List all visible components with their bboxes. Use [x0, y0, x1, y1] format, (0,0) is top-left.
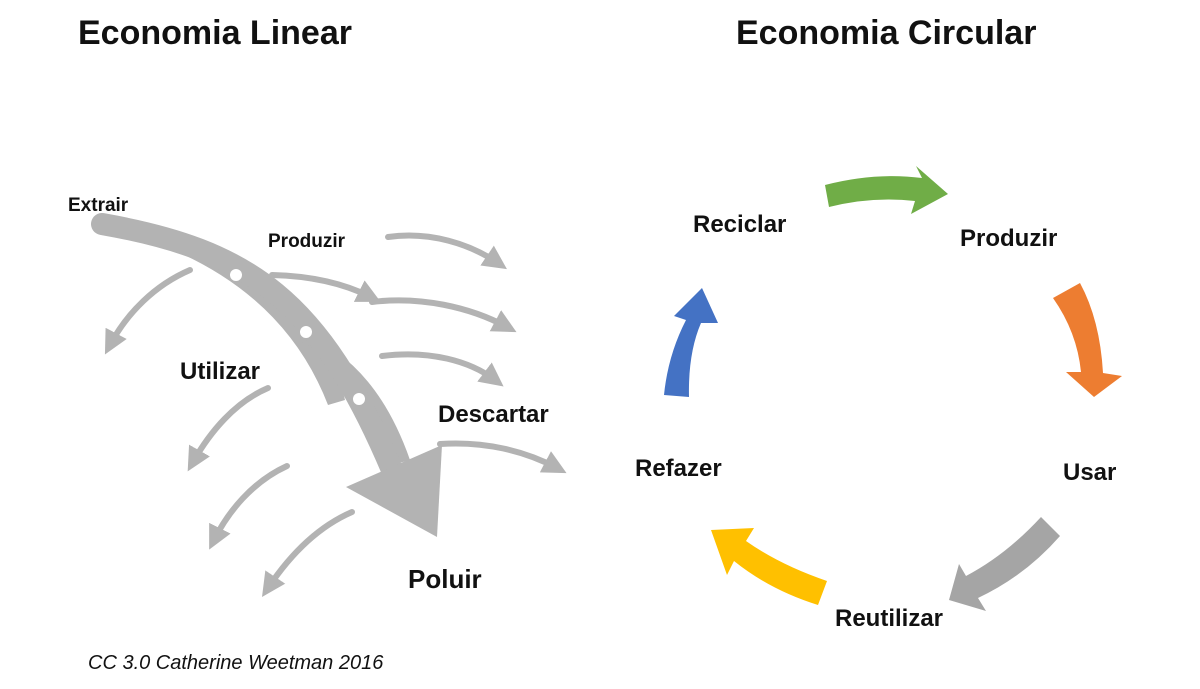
linear-node	[230, 269, 242, 281]
circular-arrow-usar	[949, 517, 1060, 611]
circular-economy-title: Economia Circular	[736, 14, 1037, 52]
linear-economy-title: Economia Linear	[78, 14, 352, 52]
linear-branch-arrow	[369, 297, 517, 333]
linear-main-arrow-shaft	[91, 213, 403, 481]
linear-node	[300, 326, 312, 338]
linear-branch-arrow	[269, 272, 381, 302]
linear-branch-arrow	[209, 463, 290, 550]
linear-stage-poluir: Poluir	[408, 564, 482, 594]
linear-stage-descartar: Descartar	[438, 401, 549, 428]
linear-stage-produzir: Produzir	[268, 231, 346, 252]
circular-arrow-reutilizar	[711, 528, 827, 605]
linear-branch-arrow	[385, 232, 507, 270]
circular-arrow-refazer	[664, 288, 718, 397]
linear-node	[353, 393, 365, 405]
linear-branch-arrow	[187, 385, 271, 472]
linear-stage-utilizar: Utilizar	[180, 358, 261, 385]
circular-stage-produzir: Produzir	[960, 225, 1058, 252]
circular-stage-reciclar: Reciclar	[693, 211, 787, 238]
circular-arrow-reciclar	[825, 166, 948, 214]
credit-text: CC 3.0 Catherine Weetman 2016	[88, 652, 384, 674]
circular-flow	[664, 166, 1122, 611]
linear-branch-arrow	[262, 509, 355, 597]
linear-branch-arrow	[437, 440, 567, 474]
circular-stage-usar: Usar	[1063, 459, 1117, 486]
linear-stage-extrair: Extrair	[68, 195, 129, 216]
circular-stage-refazer: Refazer	[635, 455, 722, 482]
circular-stage-reutilizar: Reutilizar	[835, 605, 944, 632]
circular-arrow-produzir	[1053, 283, 1122, 397]
linear-flow	[91, 213, 567, 597]
linear-main-arrowhead	[346, 445, 442, 537]
linear-branch-arrow	[104, 267, 193, 355]
linear-branch-arrow	[379, 351, 504, 387]
